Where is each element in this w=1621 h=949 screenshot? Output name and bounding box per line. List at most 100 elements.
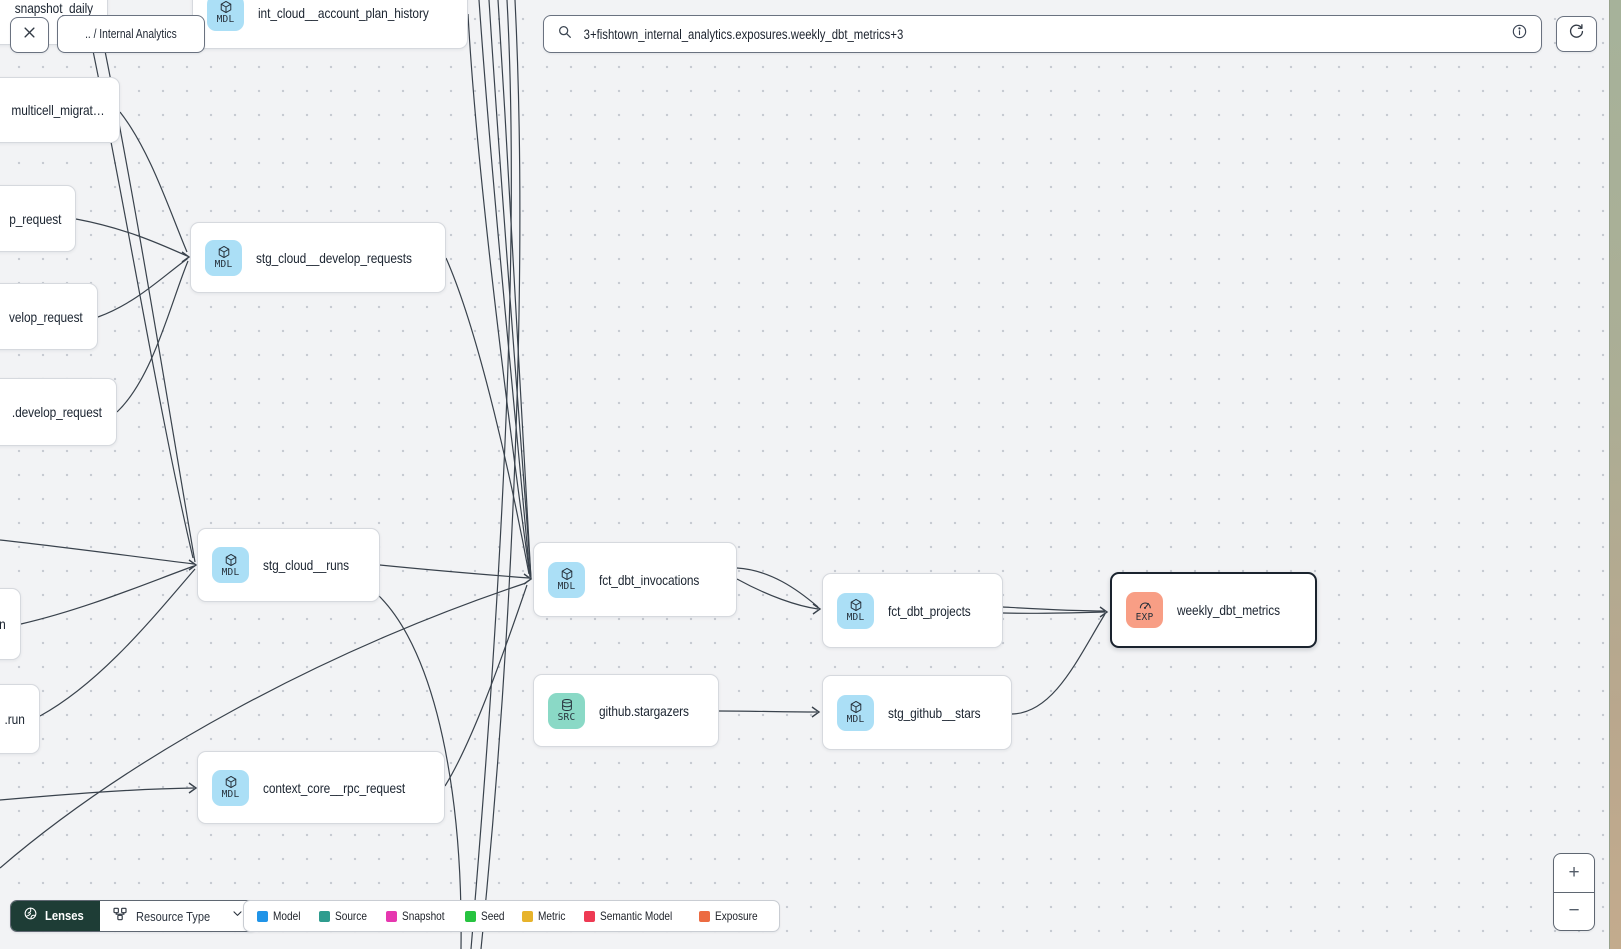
legend-item-snapshot: Snapshot: [385, 909, 453, 923]
lenses-label: Lenses: [45, 909, 84, 923]
node-label: context_core__rpc_request: [263, 779, 406, 796]
node-github.stargazers[interactable]: SRC github.stargazers: [533, 674, 719, 747]
node-fct_dbt_projects[interactable]: MDL fct_dbt_projects: [822, 573, 1003, 648]
cube-icon: [217, 245, 231, 259]
edge: [480, 0, 521, 949]
node-develop_request[interactable]: .develop_request: [0, 378, 117, 446]
cube-icon: [219, 0, 233, 14]
edge: [467, 13, 531, 577]
edge: [736, 567, 819, 608]
node-label: stg_github__stars: [888, 704, 981, 721]
legend-item-metric: Metric: [522, 909, 571, 923]
legend-item-exposure: Exposure: [699, 909, 766, 923]
node-stg_github__stars[interactable]: MDL stg_github__stars: [822, 675, 1012, 750]
edge: [445, 257, 530, 575]
mdl-badge: MDL: [212, 547, 249, 583]
edge: [478, 0, 531, 578]
node-label: stg_cloud__develop_requests: [256, 249, 412, 266]
badge-label: MDL: [557, 581, 576, 592]
badge-label: MDL: [221, 789, 240, 800]
edge: [39, 568, 196, 717]
database-icon: [560, 698, 574, 712]
node-label: weekly_dbt_metrics: [1177, 602, 1280, 618]
node-p_request[interactable]: p_request: [0, 185, 76, 252]
legend-swatch: [584, 910, 596, 922]
edge-arrowhead: [523, 573, 533, 585]
node-context_core__rpc_request[interactable]: MDL context_core__rpc_request: [197, 751, 445, 824]
badge-label: MDL: [846, 714, 865, 725]
mdl-badge: MDL: [837, 592, 874, 629]
legend-item-model: Model: [257, 909, 306, 923]
src-badge: SRC: [548, 692, 585, 729]
node-fct_dbt_invocations[interactable]: MDL fct_dbt_invocations: [533, 542, 737, 617]
desktop-wallpaper-strip: [1609, 0, 1621, 949]
resource-type-dropdown[interactable]: Resource Type: [100, 901, 256, 931]
edge: [1002, 611, 1106, 615]
node-multicell_migrat[interactable]: multicell_migrat…: [0, 77, 120, 143]
node-label: github.stargazers: [599, 702, 689, 719]
edge: [0, 582, 527, 869]
zoom-out-button[interactable]: −: [1568, 900, 1580, 922]
edge-arrowhead: [1099, 606, 1109, 618]
legend-swatch: [385, 910, 397, 922]
edge: [718, 710, 818, 713]
chevron-down-icon: [231, 907, 244, 925]
search-input[interactable]: [582, 25, 1355, 43]
info-icon[interactable]: [1511, 23, 1528, 45]
edge-arrowhead: [181, 251, 191, 263]
search-bar[interactable]: [543, 15, 1542, 53]
badge-label: MDL: [221, 566, 240, 578]
badge-label: EXP: [1135, 611, 1154, 623]
node-label: .develop_request: [12, 404, 102, 420]
node-label: .run: [4, 711, 25, 727]
node-run_node[interactable]: .run: [0, 684, 40, 754]
legend-item-seed: Seed: [465, 909, 509, 923]
node-stg_cloud__develop_requests[interactable]: MDL stg_cloud__develop_requests: [190, 222, 446, 293]
legend-swatch: [465, 910, 477, 922]
zoom-in-button[interactable]: +: [1568, 861, 1580, 883]
legend-item-source: Source: [318, 909, 373, 923]
node-label: velop_request: [9, 308, 83, 325]
edge: [379, 564, 530, 579]
edge-arrowhead: [188, 782, 198, 794]
legend-swatch: [257, 910, 268, 922]
node-weekly_dbt_metrics[interactable]: EXP weekly_dbt_metrics: [1110, 572, 1317, 648]
legend-swatch: [318, 910, 330, 922]
edge: [1002, 606, 1106, 612]
badge-label: MDL: [214, 259, 233, 270]
edge: [119, 111, 188, 253]
close-button[interactable]: [10, 17, 49, 53]
edge: [736, 578, 819, 610]
cube-icon: [224, 553, 238, 567]
search-icon: [557, 24, 573, 45]
lens-controls: Lenses Resource Type: [10, 900, 258, 932]
node-n_node[interactable]: n: [0, 588, 21, 660]
legend-label: Exposure: [715, 909, 758, 923]
edge-arrowhead: [811, 706, 821, 718]
cube-icon: [560, 567, 574, 581]
edge: [1011, 613, 1106, 715]
badge-label: SRC: [557, 712, 576, 723]
edge-arrowhead: [188, 559, 198, 571]
breadcrumb[interactable]: .. / Internal Analytics: [57, 15, 205, 53]
mdl-badge: MDL: [207, 0, 244, 31]
lenses-button[interactable]: Lenses: [11, 901, 101, 931]
cube-icon: [224, 775, 238, 789]
edge: [20, 565, 195, 625]
close-icon: [22, 25, 37, 45]
refresh-button[interactable]: [1556, 16, 1597, 52]
node-velop_request[interactable]: velop_request: [0, 283, 98, 350]
gauge-icon: [1138, 598, 1152, 612]
node-label: fct_dbt_projects: [888, 602, 971, 619]
node-label: fct_dbt_invocations: [599, 571, 700, 588]
edge: [470, 0, 512, 949]
cube-icon: [849, 598, 863, 612]
zoom-divider: [1554, 891, 1594, 893]
legend-swatch: [699, 910, 711, 922]
edge: [0, 787, 195, 801]
